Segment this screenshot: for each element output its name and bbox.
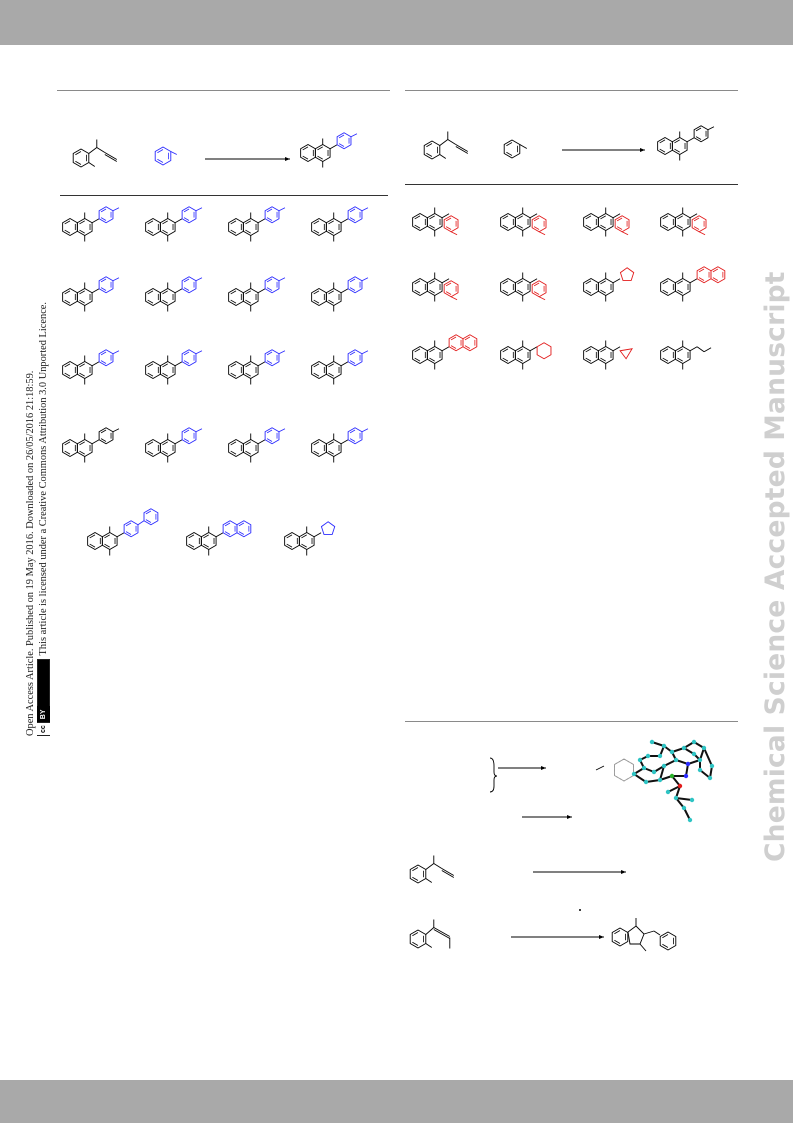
right-product-3-4-icon: [660, 340, 712, 370]
bottom-reactant-2-icon: [409, 919, 451, 949]
header-bar: [0, 0, 793, 45]
right-product-1-4-icon: [660, 207, 707, 237]
left-product-4-2-icon: [145, 427, 203, 463]
open-access-note: Open Access Article. Published on 19 May…: [24, 266, 54, 736]
right-product-3-2-icon: [500, 340, 552, 370]
cc-by-badge-icon[interactable]: cc BY: [37, 659, 50, 736]
bottom-arrow-4-icon: [511, 935, 604, 939]
left-product-3-3-icon: [228, 349, 286, 385]
left-reactant-icon: [72, 139, 118, 168]
left-product-2-4-icon: [311, 276, 369, 312]
bottom-arrow-2-icon: [522, 815, 572, 819]
bottom-intermediate-icon: [595, 758, 634, 782]
bottom-brace-icon: [489, 757, 498, 793]
left-product-3-2-icon: [145, 349, 203, 385]
left-product-icon: [300, 132, 358, 168]
left-product-5-3-icon: [284, 521, 336, 556]
left-product-4-4-icon: [311, 427, 369, 463]
bottom-arrow-1-icon: [498, 766, 546, 770]
left-product-5-1-icon: [87, 508, 159, 556]
left-product-5-2-icon: [186, 520, 252, 556]
bottom-arrow-3-icon: [533, 870, 626, 874]
left-reagent-icon: [154, 146, 177, 166]
left-product-1-3-icon: [228, 206, 286, 242]
publication-line: Open Access Article. Published on 19 May…: [25, 370, 36, 736]
right-product-2-2-icon: [500, 272, 547, 302]
footer-bar: [0, 1080, 793, 1123]
left-product-3-4-icon: [311, 349, 369, 385]
left-product-1-2-icon: [145, 206, 203, 242]
left-product-1-4-icon: [311, 206, 369, 242]
x-ray-crystal-structure-icon: [631, 739, 715, 823]
left-scheme-divider: [60, 195, 388, 196]
left-product-4-1-icon: [62, 427, 120, 463]
right-product-1-1-icon: [412, 207, 459, 237]
left-product-1-1-icon: [62, 206, 120, 242]
right-product-1-3-icon: [583, 207, 630, 237]
left-product-2-1-icon: [62, 276, 120, 312]
bottom-dot-icon: [579, 909, 581, 911]
right-product-3-1-icon: [412, 334, 478, 370]
indene-product-icon: [611, 918, 677, 952]
left-arrow-icon: [205, 157, 290, 161]
right-arrow-icon: [562, 148, 645, 152]
left-product-2-3-icon: [228, 276, 286, 312]
right-scheme-divider: [405, 184, 738, 185]
right-scheme-top-rule: [405, 90, 738, 91]
left-product-2-2-icon: [145, 276, 203, 312]
right-product-2-3-icon: [583, 267, 635, 302]
right-reactant-icon: [423, 131, 469, 160]
right-product-2-4-icon: [660, 266, 726, 302]
left-product-4-3-icon: [228, 427, 286, 463]
right-product-1-2-icon: [500, 207, 547, 237]
left-scheme-top-rule: [57, 90, 390, 91]
right-product-2-1-icon: [412, 272, 459, 302]
licence-text[interactable]: This article is licensed under a Creativ…: [38, 301, 49, 656]
right-product-3-3-icon: [583, 340, 633, 370]
accepted-manuscript-watermark: Chemical Science Accepted Manuscript: [760, 271, 791, 862]
left-product-3-1-icon: [62, 349, 120, 385]
bottom-reactant-1-icon: [409, 855, 455, 884]
right-product-icon: [657, 125, 715, 161]
licence-line: cc BY This article is licensed under a C…: [37, 266, 50, 736]
right-reagent-icon: [503, 139, 528, 159]
bottom-scheme-top-rule: [405, 721, 738, 722]
